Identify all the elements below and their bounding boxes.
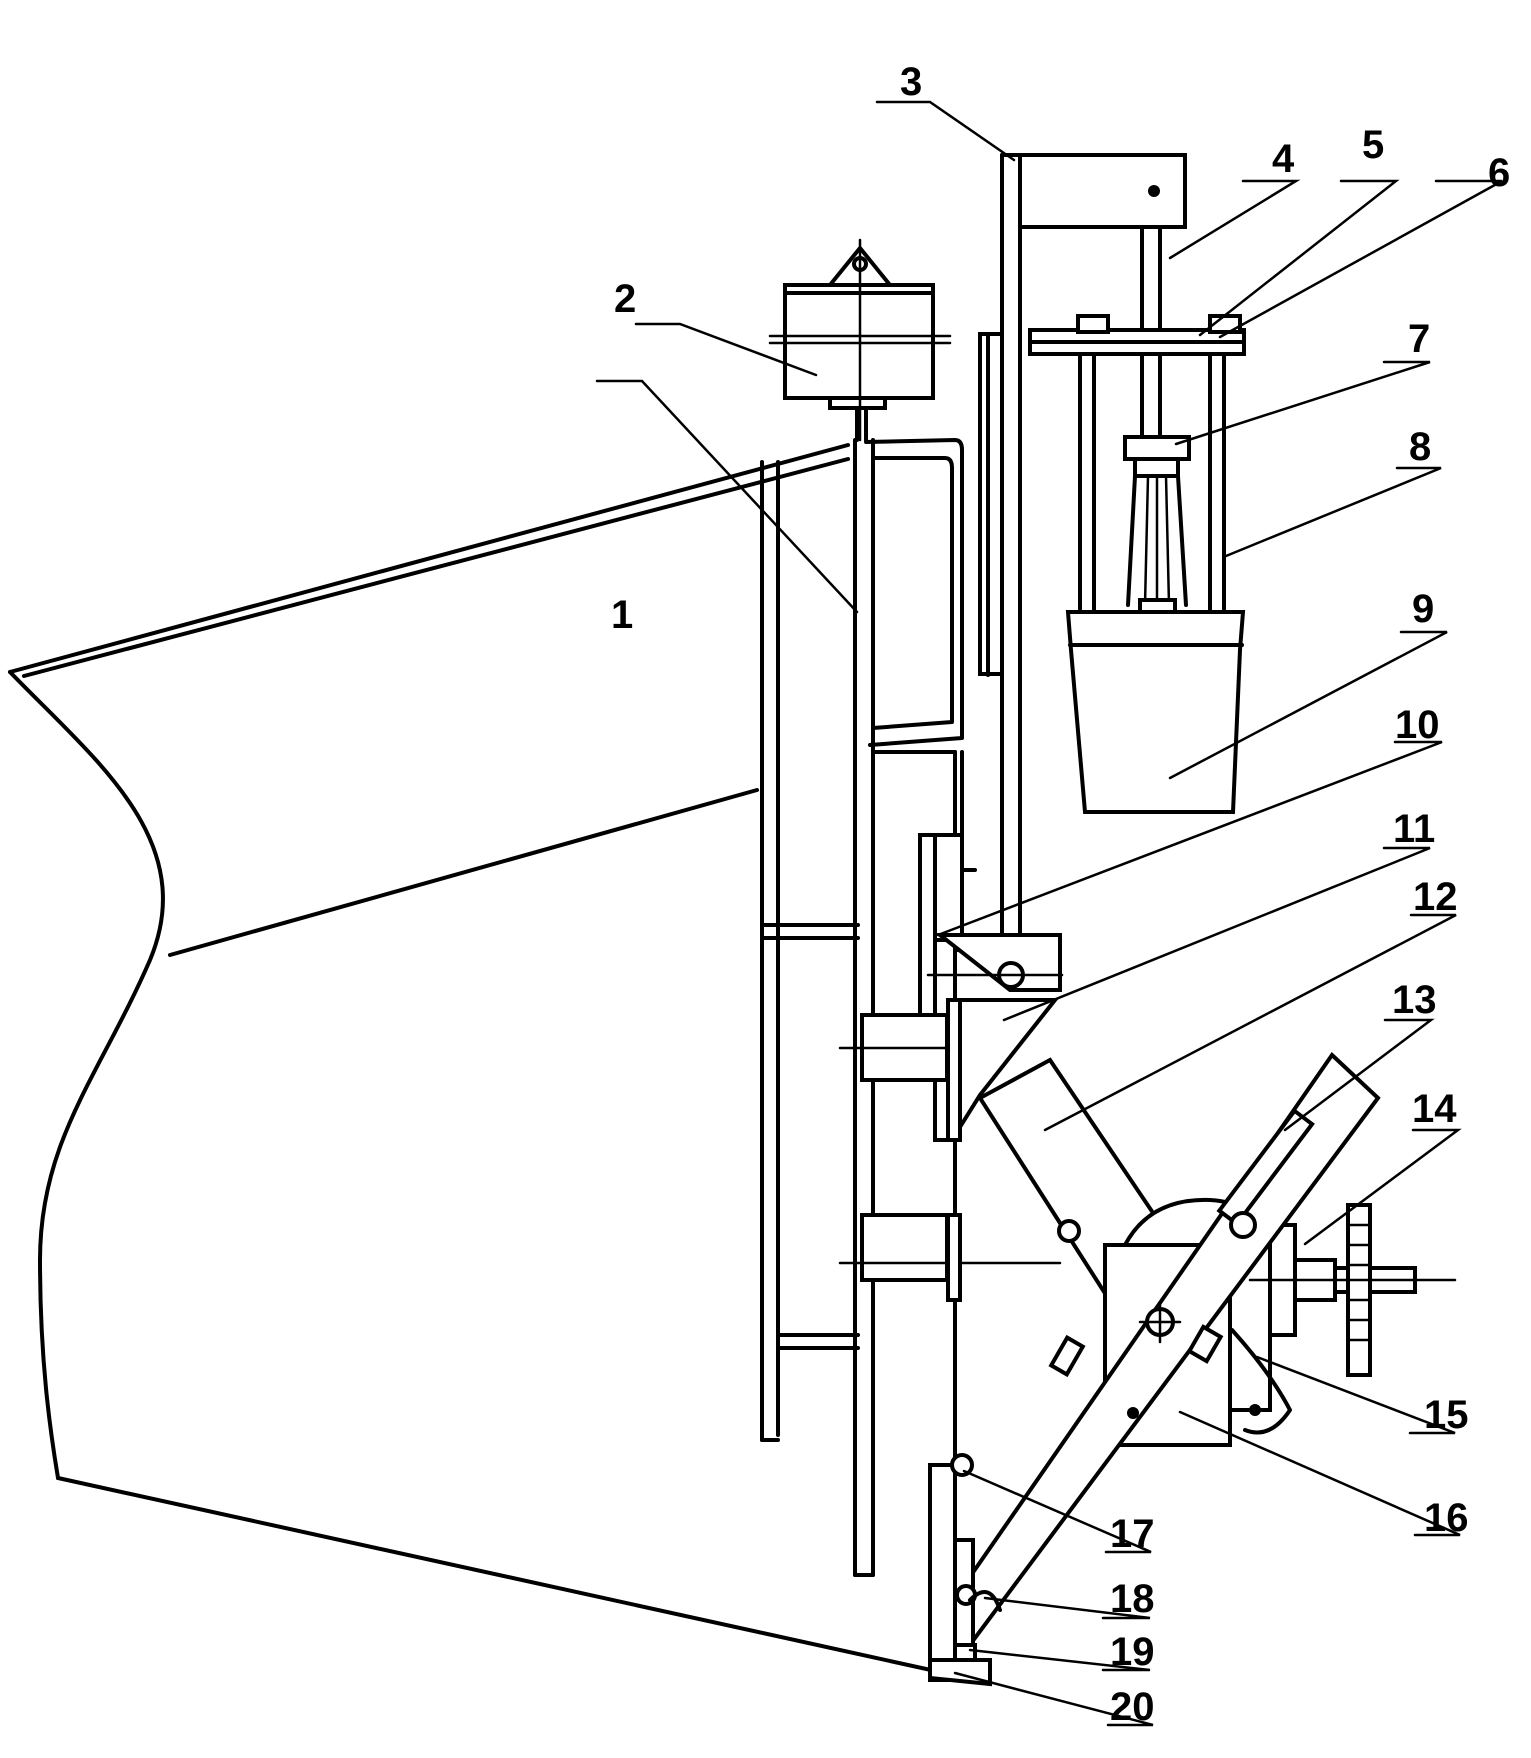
label-5: 5 bbox=[1362, 123, 1384, 167]
label-8: 8 bbox=[1409, 425, 1431, 469]
screw-rod-4 bbox=[1030, 227, 1244, 612]
label-19: 19 bbox=[1110, 1630, 1155, 1674]
label-20: 20 bbox=[1110, 1685, 1155, 1729]
label-15: 15 bbox=[1424, 1393, 1469, 1437]
label-12: 12 bbox=[1413, 875, 1458, 919]
label-17: 17 bbox=[1110, 1512, 1155, 1556]
label-11: 11 bbox=[1393, 807, 1435, 851]
hull-outline bbox=[10, 445, 990, 1683]
label-6: 6 bbox=[1488, 151, 1510, 195]
lever-13 bbox=[940, 1055, 1378, 1642]
label-4: 4 bbox=[1272, 137, 1295, 181]
frame-channel bbox=[762, 462, 858, 1440]
plate-1 bbox=[855, 440, 873, 1575]
label-14: 14 bbox=[1412, 1087, 1457, 1131]
nut-7 bbox=[1125, 437, 1189, 612]
lifting-block-2 bbox=[770, 240, 950, 440]
label-7: 7 bbox=[1408, 317, 1430, 361]
label-9: 9 bbox=[1412, 587, 1434, 631]
label-18: 18 bbox=[1110, 1577, 1155, 1621]
bracket-3 bbox=[980, 155, 1185, 984]
label-3: 3 bbox=[900, 60, 922, 104]
label-16: 16 bbox=[1424, 1496, 1469, 1540]
label-13: 13 bbox=[1392, 978, 1437, 1022]
label-2: 2 bbox=[614, 277, 636, 321]
label-10: 10 bbox=[1395, 703, 1440, 747]
label-1: 1 bbox=[611, 593, 633, 637]
counterweight-9 bbox=[1068, 612, 1243, 812]
